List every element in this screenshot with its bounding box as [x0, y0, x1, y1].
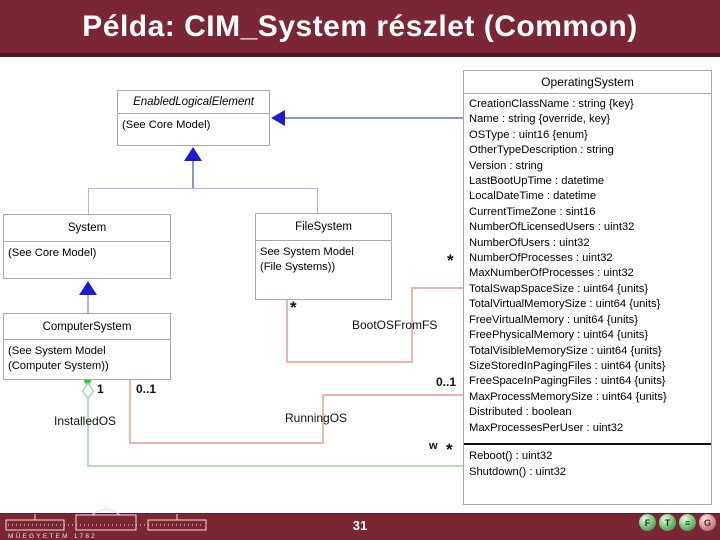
- generalization-arrow-icon: [79, 281, 97, 295]
- attribute-line: LastBootUpTime : datetime: [469, 175, 605, 188]
- attribute-line: Version : string: [469, 159, 543, 172]
- page-number: 31: [352, 518, 368, 533]
- attribute-line: TotalSwapSpaceSize : uint64 {units}: [469, 282, 649, 295]
- association-dot-icon: [84, 377, 91, 384]
- class-attributes: CreationClassName : string {key} Name : …: [464, 94, 711, 436]
- slide-title: Példa: CIM_System részlet (Common): [82, 9, 638, 43]
- generalization-drop-line-filesystem: [317, 188, 318, 213]
- class-box-system: System (See Core Model): [3, 214, 171, 279]
- slide-title-bar: Példa: CIM_System részlet (Common): [0, 0, 720, 57]
- footer-nav: F T ≡ G: [639, 514, 716, 531]
- nav-top-button[interactable]: T: [659, 514, 676, 531]
- bme-logo: MŰEGYETEM 1782: [5, 506, 207, 539]
- attribute-line: NumberOfUsers : uint32: [469, 236, 590, 249]
- method-line: Reboot() : uint32: [469, 450, 553, 462]
- class-box-computersystem: ComputerSystem (See System Model (Comput…: [3, 313, 171, 380]
- multiplicity-star-filesystem: *: [290, 298, 297, 317]
- generalization-stem-line-computersystem: [87, 295, 89, 313]
- class-box-enabledlogicalelement: EnabledLogicalElement (See Core Model): [117, 90, 270, 146]
- class-body-line: (See System Model: [8, 345, 106, 357]
- runningos-line: [322, 394, 324, 444]
- attribute-line: MaxProcessesPerUser : uint32: [469, 421, 624, 434]
- class-body-line: See System Model: [260, 246, 354, 258]
- attribute-line: NumberOfProcesses : uint32: [469, 252, 613, 265]
- class-methods: Reboot() : uint32 Shutdown() : uint32: [464, 443, 711, 480]
- attribute-line: Name : string {override, key}: [469, 113, 611, 126]
- attribute-line: FreePhysicalMemory : uint64 {units}: [469, 329, 649, 342]
- association-label-installedos: InstalledOS: [54, 414, 117, 428]
- multiplicity-1-computersystem: 1: [97, 382, 104, 396]
- class-title: System: [4, 215, 170, 242]
- nav-disabled-button[interactable]: G: [699, 514, 716, 531]
- generalization-stem-line: [192, 161, 194, 188]
- installedos-line: [87, 465, 463, 467]
- multiplicity-star-os-installed: *: [446, 440, 453, 459]
- runningos-line: [129, 380, 131, 444]
- bootosfromfs-line: [286, 300, 288, 363]
- logo-caption: MŰEGYETEM 1782: [8, 531, 97, 539]
- attribute-line: TotalVirtualMemorySize : uint64 {units}: [469, 298, 661, 311]
- class-body-line: (File Systems)): [260, 261, 336, 273]
- class-body-line: (Computer System)): [8, 360, 109, 372]
- aggregation-diamond-icon: [82, 383, 94, 399]
- class-title: FileSystem: [256, 214, 391, 241]
- attribute-line: TotalVisibleMemorySize : uint64 {units}: [469, 344, 662, 357]
- generalization-drop-line-system: [88, 188, 89, 214]
- multiplicity-star-os-boot: *: [447, 251, 454, 270]
- multiplicity-weak-os: w: [429, 440, 438, 452]
- bootosfromfs-line: [286, 361, 413, 363]
- class-body-line: (See Core Model): [8, 247, 97, 259]
- class-box-operatingsystem: OperatingSystem CreationClassName : stri…: [463, 70, 712, 505]
- attribute-line: OSType : uint16 {enum}: [469, 128, 588, 141]
- installedos-line: [87, 398, 89, 466]
- generalization-line-os-to-ele: [285, 117, 463, 119]
- class-box-filesystem: FileSystem See System Model (File System…: [255, 213, 392, 300]
- attribute-line: CurrentTimeZone : sint16: [469, 205, 596, 218]
- class-body-line: (See Core Model): [122, 119, 211, 131]
- association-label-runningos: RunningOS: [285, 411, 348, 425]
- generalization-branch-line: [88, 188, 318, 189]
- attribute-line: FreeSpaceInPagingFiles : uint64 {units}: [469, 375, 666, 388]
- class-title: ComputerSystem: [4, 314, 170, 340]
- attribute-line: CreationClassName : string {key}: [469, 98, 634, 110]
- method-line: Shutdown() : uint32: [469, 465, 567, 478]
- nav-first-button[interactable]: F: [639, 514, 656, 531]
- attribute-line: MaxProcessMemorySize : uint64 {units}: [469, 390, 667, 403]
- attribute-line: FreeVirtualMemory : unit64 {units}: [469, 313, 638, 326]
- multiplicity-01-os: 0..1: [436, 375, 457, 389]
- attribute-line: OtherTypeDescription : string: [469, 144, 614, 157]
- footer-bar: [0, 513, 720, 540]
- association-label-bootosfromfs: BootOSFromFS: [352, 318, 438, 332]
- attribute-line: NumberOfLicensedUsers : uint32: [469, 221, 635, 234]
- class-title: OperatingSystem: [464, 71, 711, 94]
- attribute-line: Distributed : boolean: [469, 406, 572, 419]
- attribute-line: SizeStoredInPagingFiles : uint64 {units}: [469, 359, 666, 372]
- attribute-line: MaxNumberOfProcesses : uint32: [469, 267, 634, 280]
- generalization-arrow-icon: [184, 147, 202, 161]
- bootosfromfs-line: [411, 287, 463, 289]
- runningos-line: [322, 394, 463, 396]
- bootosfromfs-line: [411, 287, 413, 363]
- attribute-line: LocalDateTime : datetime: [469, 190, 597, 203]
- nav-outline-button[interactable]: ≡: [679, 514, 696, 531]
- class-title: EnabledLogicalElement: [118, 91, 269, 114]
- multiplicity-01-computersystem: 0..1: [136, 382, 157, 396]
- runningos-line: [129, 442, 324, 444]
- generalization-arrow-icon: [271, 110, 285, 126]
